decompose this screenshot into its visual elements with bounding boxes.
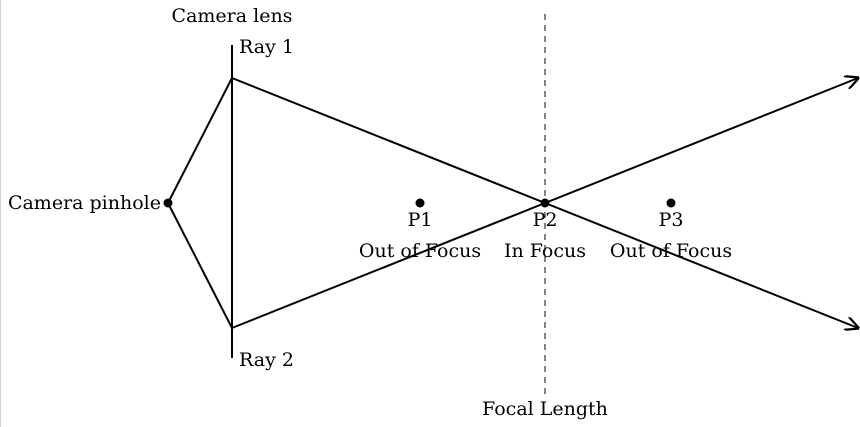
p1-point: [415, 198, 425, 208]
pinhole-lower-line: [167, 202, 233, 329]
ray1-label: Ray 1: [239, 36, 294, 58]
p3-label: P3: [659, 209, 684, 231]
p2-point: [540, 198, 550, 208]
camera-lens-label: Camera lens: [172, 5, 293, 27]
left-border: [0, 0, 1, 427]
ray2-label: Ray 2: [239, 349, 294, 371]
camera-pinhole-label: Camera pinhole: [8, 192, 161, 214]
p2-label: P2: [533, 209, 558, 231]
pinhole-upper-line: [167, 77, 233, 204]
focal-length-label: Focal Length: [482, 398, 608, 420]
p1-label: P1: [408, 209, 433, 231]
p1-status-label: Out of Focus: [359, 240, 481, 262]
p3-point: [666, 198, 676, 208]
camera-pinhole-point: [163, 198, 173, 208]
p3-status-label: Out of Focus: [610, 240, 732, 262]
p2-status-label: In Focus: [504, 240, 586, 262]
